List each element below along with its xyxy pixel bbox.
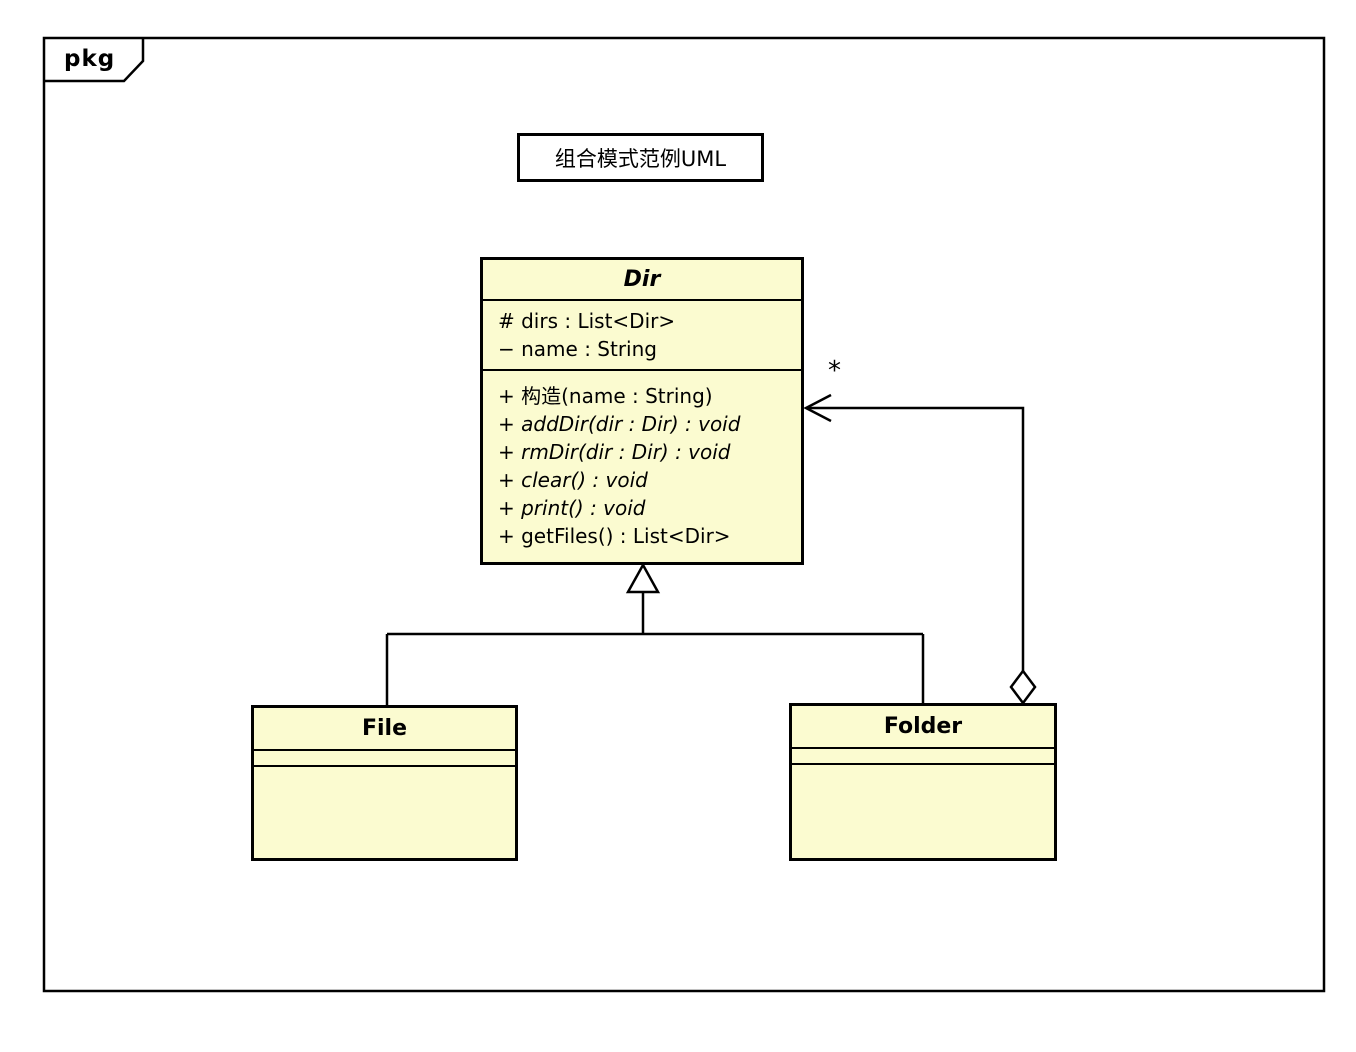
class-file-methods xyxy=(254,765,515,858)
aggregation-line xyxy=(807,406,1025,671)
method-row: + addDir(dir : Dir) : void xyxy=(498,412,741,436)
method-row: + print() : void xyxy=(498,496,646,520)
class-folder-methods xyxy=(792,763,1054,858)
diagram-title-box: 组合模式范例UML xyxy=(517,133,764,182)
method-row: + getFiles() : List<Dir> xyxy=(498,524,731,548)
package-tab-outline xyxy=(44,38,145,83)
package-tab-label: pkg xyxy=(64,46,116,72)
package-frame-border xyxy=(42,36,1326,993)
class-file: File xyxy=(251,705,518,861)
class-dir-methods: + 构造(name : String) + addDir(dir : Dir) … xyxy=(483,369,801,562)
class-folder-name: Folder xyxy=(883,714,963,739)
attribute-row: # dirs : List<Dir> xyxy=(498,309,676,333)
method-row: + 构造(name : String) xyxy=(498,384,713,408)
inheritance-triangle-icon xyxy=(625,562,661,594)
class-file-name: File xyxy=(361,716,408,741)
attribute-row: − name : String xyxy=(498,337,657,361)
class-dir: Dir # dirs : List<Dir> − name : String +… xyxy=(480,257,804,565)
diagram-title: 组合模式范例UML xyxy=(554,146,727,171)
class-dir-attributes: # dirs : List<Dir> − name : String xyxy=(483,299,801,369)
aggregation-multiplicity-label: * xyxy=(828,356,841,386)
method-row: + rmDir(dir : Dir) : void xyxy=(498,440,731,464)
aggregation-diamond-icon xyxy=(1009,668,1037,706)
class-dir-name: Dir xyxy=(623,267,661,292)
class-folder-attributes xyxy=(792,747,1054,763)
method-row: + clear() : void xyxy=(498,468,648,492)
association-arrowhead-icon xyxy=(803,393,832,423)
class-file-attributes xyxy=(254,749,515,765)
class-folder: Folder xyxy=(789,703,1057,861)
